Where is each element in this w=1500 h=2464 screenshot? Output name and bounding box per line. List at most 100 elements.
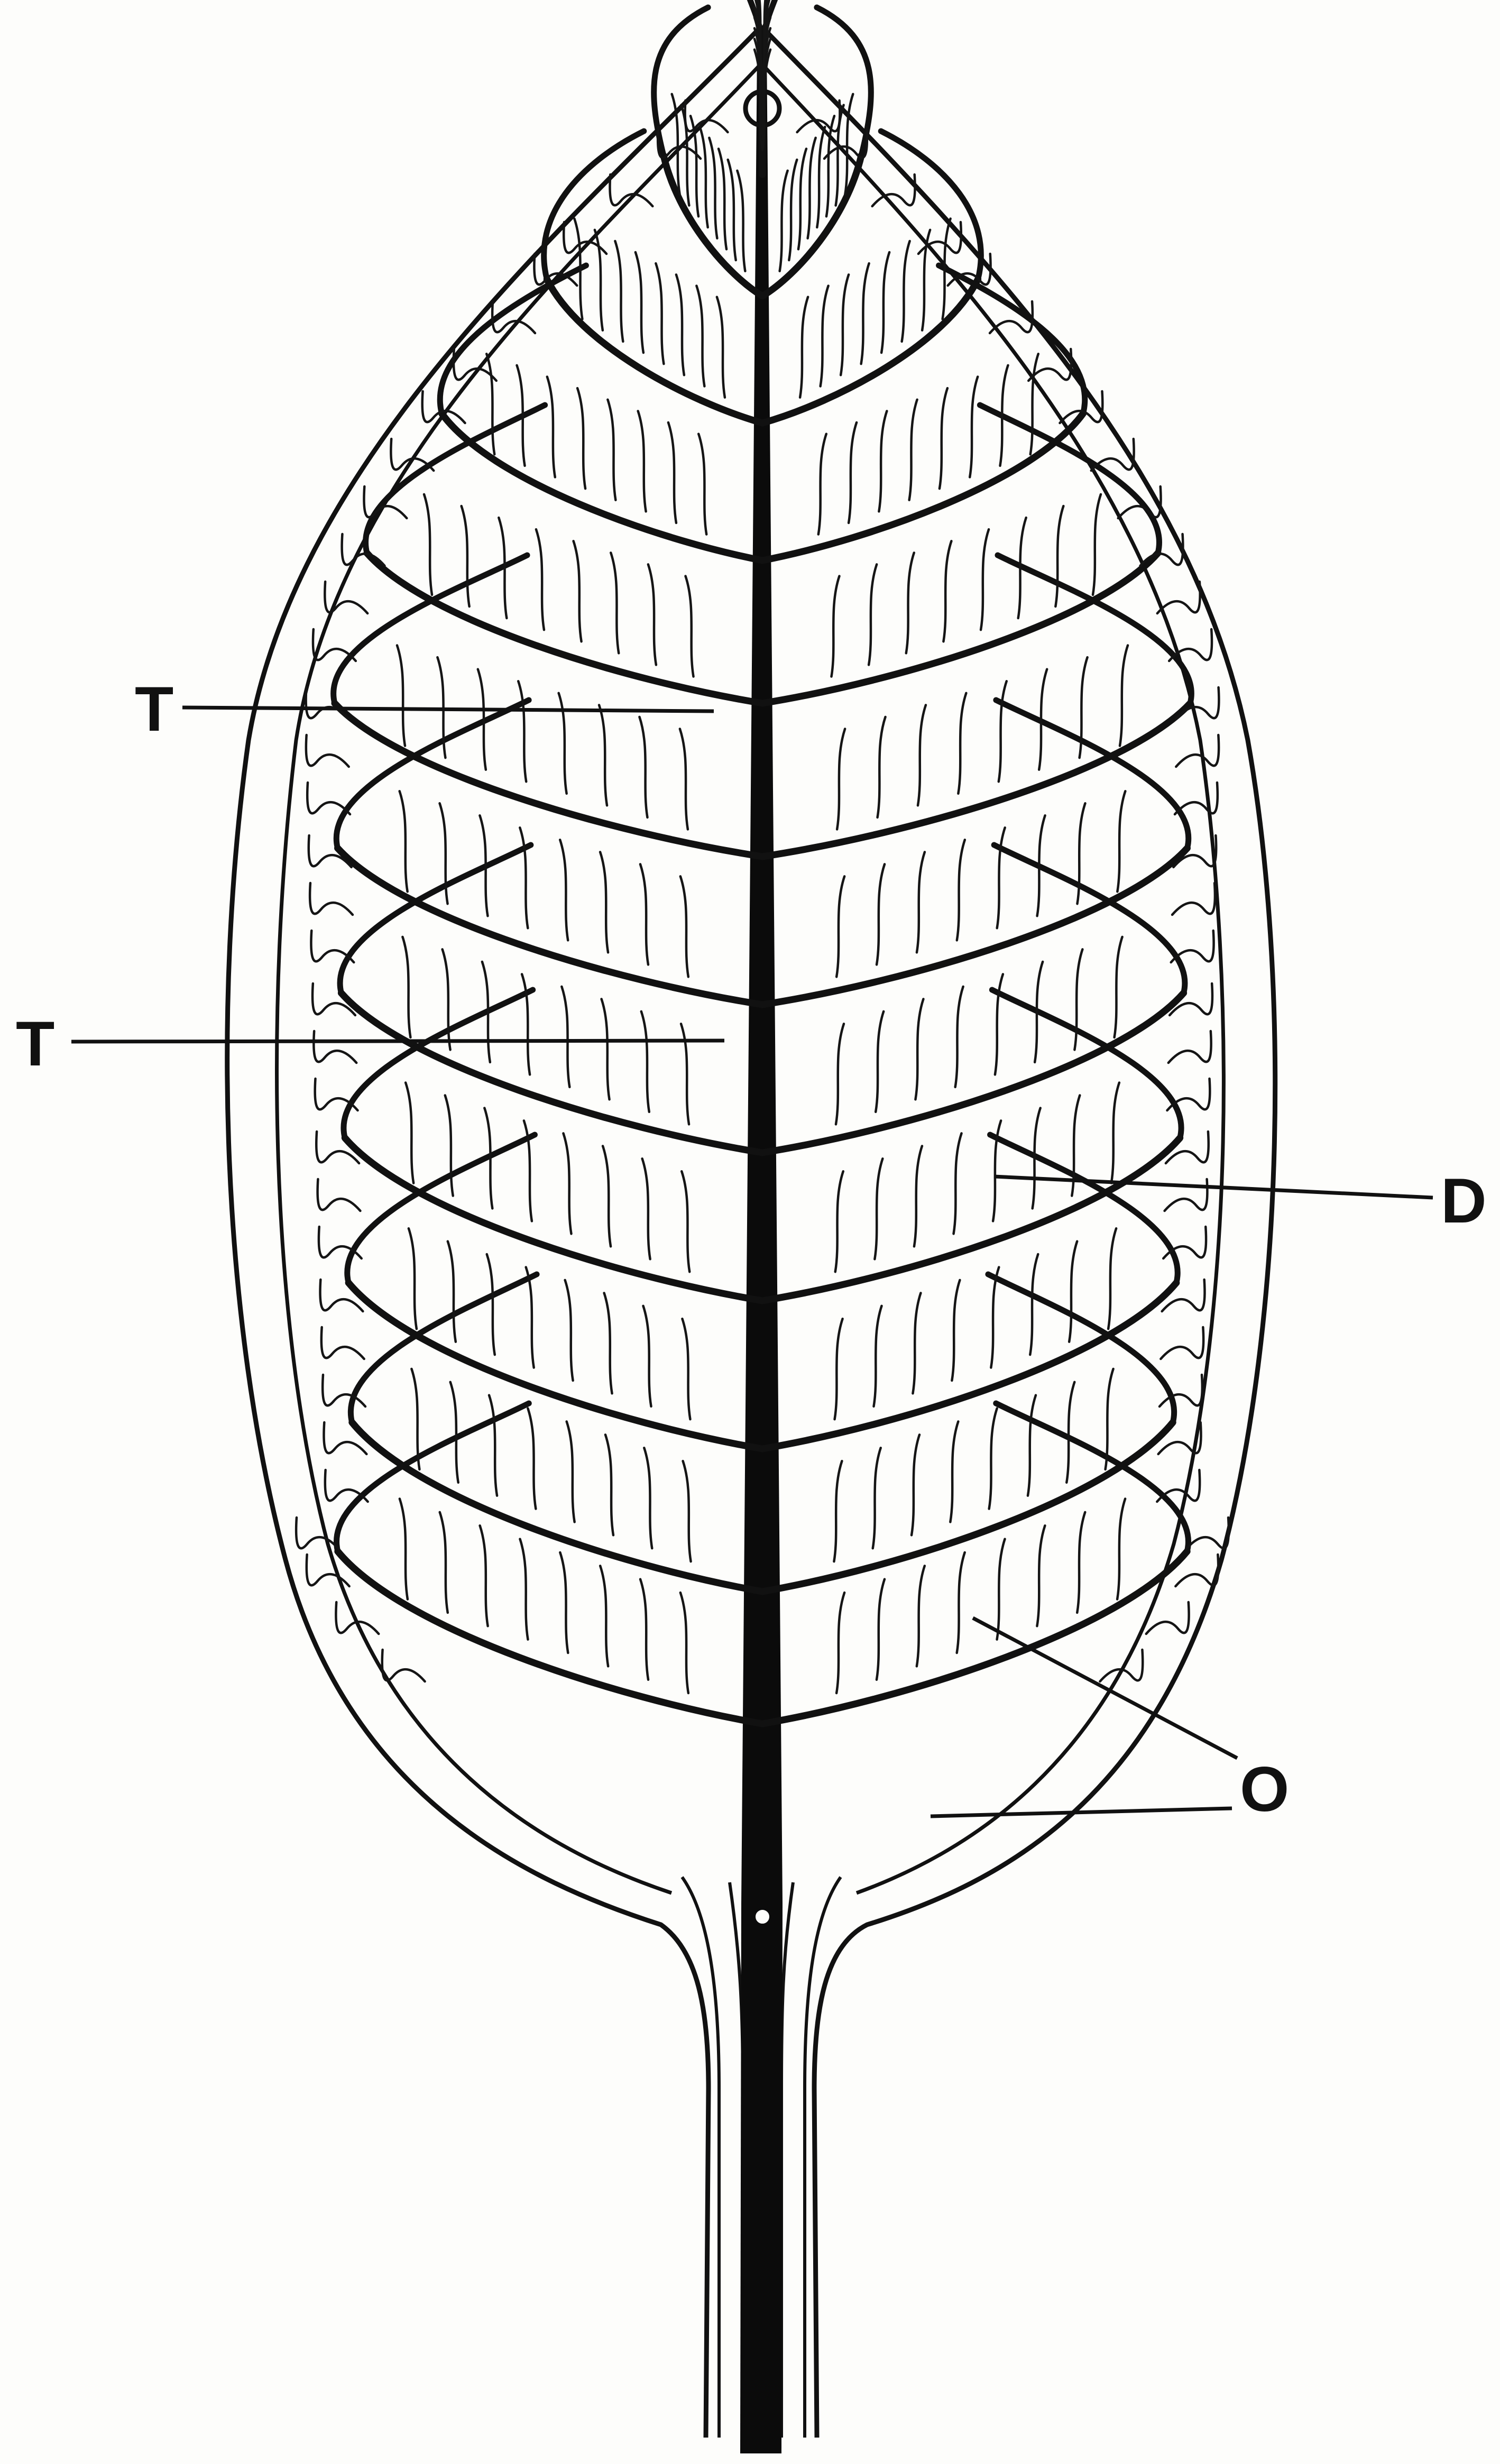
tertiary-vein bbox=[991, 1267, 999, 1367]
tertiary-vein bbox=[917, 852, 925, 952]
tertiary-vein bbox=[1108, 1228, 1116, 1329]
secondary-vein bbox=[335, 703, 762, 857]
secondary-vein bbox=[441, 413, 762, 560]
brochidodromous-loop bbox=[990, 1135, 1178, 1283]
tertiary-vein bbox=[881, 252, 889, 353]
tertiary-vein bbox=[680, 1593, 688, 1693]
tertiary-vein bbox=[709, 138, 717, 238]
tertiary-vein bbox=[821, 286, 829, 386]
marginal-vein bbox=[336, 1602, 379, 1634]
tertiary-vein bbox=[400, 791, 408, 891]
tertiary-vein bbox=[406, 1083, 413, 1183]
tertiary-vein bbox=[600, 852, 608, 952]
tertiary-vein bbox=[680, 876, 688, 977]
tertiary-vein bbox=[602, 999, 610, 1099]
leader-line-t-lower bbox=[71, 1041, 724, 1042]
tertiary-vein bbox=[563, 1133, 571, 1234]
tertiary-vein bbox=[831, 576, 839, 677]
tertiary-vein bbox=[640, 864, 648, 964]
label-t-lower: T bbox=[16, 1008, 54, 1079]
secondary-vein bbox=[762, 703, 1190, 857]
brochidodromous-loop bbox=[336, 700, 529, 848]
tertiary-vein bbox=[600, 1566, 608, 1666]
marginal-vein bbox=[318, 1179, 361, 1211]
tertiary-vein bbox=[970, 376, 978, 477]
secondary-vein bbox=[367, 553, 762, 703]
tertiary-vein bbox=[873, 1448, 881, 1548]
tertiary-vein bbox=[642, 1159, 650, 1259]
tertiary-vein bbox=[682, 1171, 689, 1272]
tertiary-vein bbox=[834, 1461, 842, 1561]
tertiary-vein bbox=[876, 1012, 884, 1112]
tertiary-vein bbox=[952, 1280, 960, 1381]
tertiary-vein bbox=[565, 1280, 573, 1381]
brochidodromous-loop bbox=[996, 700, 1189, 848]
tertiary-vein bbox=[835, 1171, 843, 1272]
tertiary-vein bbox=[917, 1566, 925, 1666]
tertiary-vein bbox=[559, 693, 567, 794]
tertiary-vein bbox=[915, 999, 923, 1099]
tertiary-vein bbox=[402, 937, 410, 1037]
secondary-vein bbox=[345, 1138, 762, 1301]
tertiary-vein bbox=[879, 411, 887, 511]
tertiary-vein bbox=[520, 1539, 528, 1640]
tertiary-vein bbox=[604, 1293, 612, 1393]
brochidodromous-loop bbox=[654, 7, 708, 155]
tertiary-vein bbox=[1030, 1254, 1038, 1355]
tertiary-vein bbox=[641, 1012, 649, 1112]
tertiary-vein bbox=[1093, 494, 1101, 595]
tertiary-vein bbox=[536, 529, 544, 630]
tertiary-vein bbox=[643, 1306, 651, 1406]
tertiary-vein bbox=[912, 1435, 919, 1535]
tertiary-vein bbox=[696, 286, 704, 386]
tertiary-vein bbox=[950, 1421, 958, 1522]
tertiary-vein bbox=[462, 506, 470, 606]
tertiary-vein bbox=[728, 160, 736, 260]
tertiary-vein bbox=[424, 494, 432, 595]
tertiary-vein bbox=[682, 1319, 690, 1419]
marginal-vein bbox=[1157, 582, 1200, 613]
tertiary-vein bbox=[906, 553, 914, 653]
tertiary-vein bbox=[835, 1319, 843, 1419]
secondary-vein bbox=[762, 993, 1184, 1153]
secondary-vein bbox=[762, 848, 1187, 1005]
tertiary-vein bbox=[1120, 646, 1128, 746]
tertiary-vein bbox=[798, 149, 806, 249]
tertiary-vein bbox=[577, 388, 585, 489]
tertiary-vein bbox=[861, 263, 869, 364]
tertiary-vein bbox=[717, 297, 725, 398]
secondary-vein bbox=[762, 279, 978, 423]
tertiary-vein bbox=[1077, 1512, 1085, 1613]
tertiary-vein bbox=[409, 1228, 417, 1329]
marginal-vein bbox=[296, 1518, 339, 1549]
leader-line-d bbox=[994, 1176, 1433, 1198]
tertiary-vein bbox=[1055, 506, 1063, 606]
tertiary-vein bbox=[955, 987, 963, 1087]
leader-line-t-upper bbox=[182, 707, 714, 711]
tertiary-vein bbox=[486, 354, 494, 454]
brochidodromous-loop bbox=[544, 131, 644, 279]
tertiary-vein bbox=[574, 541, 582, 641]
tertiary-vein bbox=[1117, 791, 1125, 891]
brochidodromous-loop bbox=[347, 1135, 535, 1283]
leader-line-o-lower bbox=[931, 1808, 1232, 1816]
leader-line-o-upper bbox=[973, 1618, 1237, 1758]
tertiary-vein bbox=[1117, 1499, 1125, 1599]
tertiary-vein bbox=[943, 541, 951, 641]
tertiary-vein bbox=[1028, 1395, 1036, 1496]
marginal-vein bbox=[610, 174, 652, 206]
tertiary-vein bbox=[1106, 1369, 1114, 1469]
tertiary-vein bbox=[489, 1395, 497, 1496]
brochidodromous-loop bbox=[340, 845, 531, 993]
tertiary-vein bbox=[608, 400, 615, 500]
brochidodromous-loop bbox=[994, 845, 1185, 993]
tertiary-vein bbox=[837, 729, 845, 829]
tertiary-vein bbox=[611, 553, 619, 653]
secondary-vein bbox=[762, 1283, 1176, 1449]
tertiary-vein bbox=[1030, 354, 1038, 454]
tertiary-vein bbox=[914, 1146, 922, 1246]
label-t-upper: T bbox=[135, 674, 173, 744]
tertiary-vein bbox=[954, 1133, 962, 1234]
tertiary-vein bbox=[639, 717, 647, 817]
tertiary-vein bbox=[636, 252, 643, 353]
